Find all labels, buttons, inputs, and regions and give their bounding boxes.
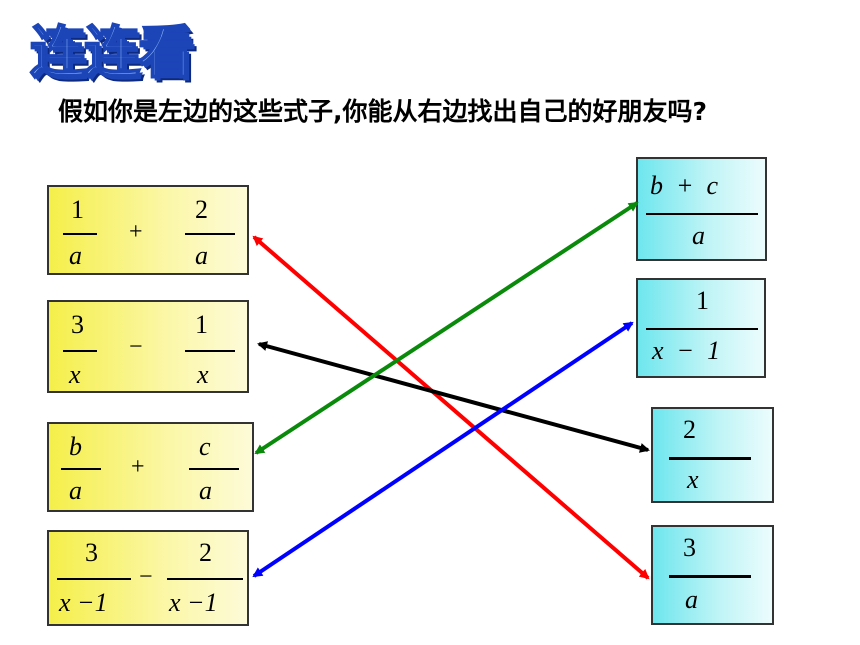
- numerator: 2: [199, 538, 212, 567]
- numerator: b: [69, 432, 82, 461]
- numerator: b + c: [650, 171, 719, 200]
- fraction-bar: [167, 578, 243, 580]
- right-answer-3[interactable]: 2 x: [651, 407, 774, 503]
- fraction-bar: [669, 457, 751, 460]
- right-answer-1[interactable]: b + c a: [636, 157, 767, 261]
- numerator: c: [199, 432, 211, 461]
- operator: +: [129, 219, 143, 245]
- fraction-bar: [61, 468, 101, 470]
- right-answer-2[interactable]: 1 x − 1: [636, 278, 766, 378]
- numerator: 2: [683, 415, 696, 444]
- fraction-bar: [669, 575, 751, 578]
- left-expression-2[interactable]: 3 x − 1 x: [47, 300, 249, 393]
- left-expression-1[interactable]: 1 a + 2 a: [47, 185, 249, 275]
- left-expression-3[interactable]: b a + c a: [47, 422, 254, 512]
- denominator: a: [69, 476, 82, 505]
- numerator: 3: [71, 310, 84, 339]
- fraction-bar: [185, 350, 235, 352]
- fraction-bar: [646, 328, 758, 330]
- denominator: a: [195, 241, 208, 270]
- instruction-text: 假如你是左边的这些式子,你能从右边找出自己的好朋友吗?: [58, 97, 708, 126]
- operator: +: [131, 454, 145, 480]
- denominator: x −1: [59, 588, 108, 617]
- numerator: 1: [195, 310, 208, 339]
- operator: −: [129, 334, 143, 360]
- fraction-bar: [189, 468, 239, 470]
- left-expression-4[interactable]: 3 x −1 − 2 x −1: [47, 530, 249, 626]
- denominator: a: [692, 221, 705, 250]
- right-answer-4[interactable]: 3 a: [651, 525, 774, 625]
- numerator: 3: [683, 533, 696, 562]
- red-arrow: [252, 235, 650, 580]
- fraction-bar: [646, 213, 758, 215]
- fraction-bar: [57, 578, 131, 580]
- operator: −: [139, 564, 153, 590]
- green-arrow: [254, 201, 639, 455]
- fraction-bar: [63, 233, 97, 235]
- denominator: a: [69, 241, 82, 270]
- blue-arrow: [252, 321, 634, 578]
- denominator: x: [69, 360, 81, 389]
- fraction-bar: [63, 350, 97, 352]
- denominator: x −1: [169, 588, 218, 617]
- denominator: a: [199, 476, 212, 505]
- numerator: 1: [696, 286, 709, 315]
- fraction-bar: [185, 233, 235, 235]
- denominator: a: [685, 585, 698, 614]
- denominator: x: [687, 465, 699, 494]
- page-title: 连连看: [29, 20, 195, 87]
- denominator: x − 1: [652, 336, 721, 365]
- numerator: 3: [85, 538, 98, 567]
- denominator: x: [197, 360, 209, 389]
- black-arrow: [257, 341, 650, 453]
- numerator: 1: [71, 195, 84, 224]
- numerator: 2: [195, 195, 208, 224]
